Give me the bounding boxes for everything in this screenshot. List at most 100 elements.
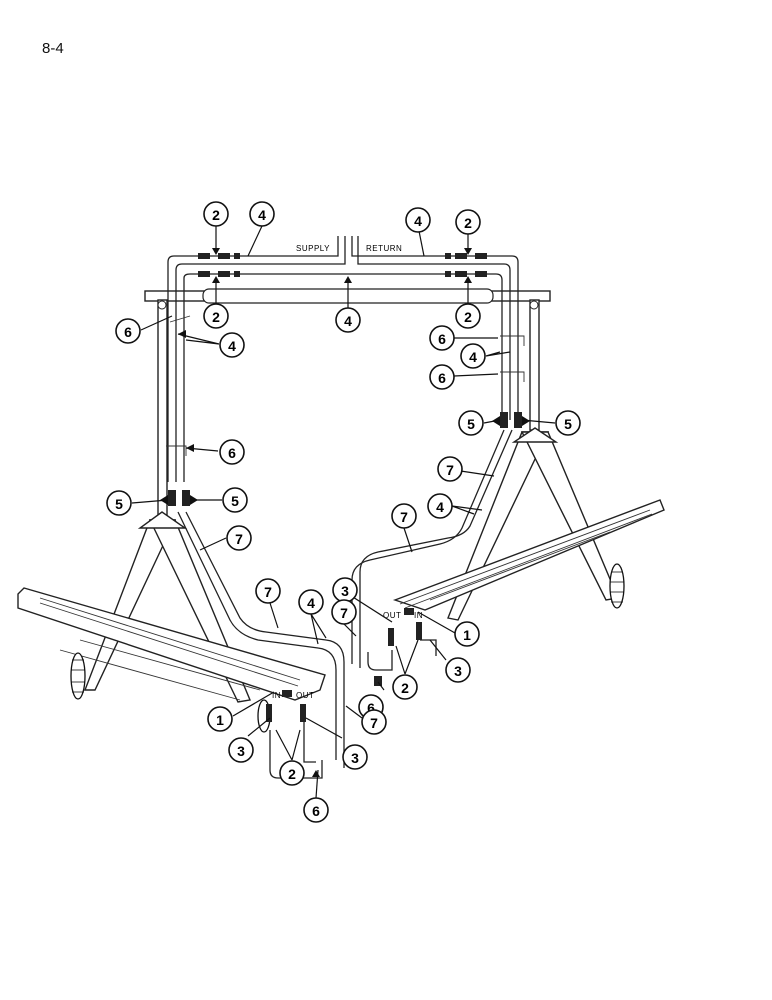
- callout-c2-top-left: 2: [203, 201, 229, 227]
- callout-circle: [203, 303, 229, 329]
- callout-number: 1: [463, 627, 471, 643]
- right-arm-hoses: [351, 429, 513, 686]
- left-wheel: [70, 652, 86, 700]
- callout-circle: [458, 410, 484, 436]
- callout-circle: [115, 318, 141, 344]
- callout-c5-right-a: 5: [458, 410, 484, 436]
- callout-circle: [255, 578, 281, 604]
- callout-circle: [429, 364, 455, 390]
- callout-c7-left-bottom: 7: [361, 709, 387, 735]
- callout-number: 3: [454, 663, 462, 679]
- callout-c3-left-out: 3: [342, 744, 368, 770]
- callout-circle: [303, 797, 329, 823]
- left-in-label: IN: [272, 691, 281, 700]
- callout-number: 3: [341, 583, 349, 599]
- callout-c2-top-right: 2: [455, 209, 481, 235]
- callout-circle: [445, 657, 471, 683]
- leader-lines: [131, 225, 556, 799]
- right-post: [529, 299, 540, 431]
- callout-number: 2: [212, 207, 220, 223]
- callout-circle: [427, 493, 453, 519]
- left-arm-hoses: [177, 511, 345, 779]
- right-a-frame: [447, 427, 619, 621]
- callout-circle: [106, 490, 132, 516]
- callout-number: 2: [288, 766, 296, 782]
- callout-circle: [361, 709, 387, 735]
- callout-number: 5: [564, 416, 572, 432]
- callout-c2-left-low: 2: [279, 760, 305, 786]
- callout-number: 4: [414, 213, 422, 229]
- post-clamps: [166, 315, 525, 456]
- callout-circle: [222, 487, 248, 513]
- callout-number: 7: [370, 715, 378, 731]
- callout-number: 4: [469, 349, 477, 365]
- callout-number: 5: [231, 493, 239, 509]
- callout-number: 1: [216, 712, 224, 728]
- callout-circle: [437, 456, 463, 482]
- callout-circle: [331, 599, 357, 625]
- callout-number: 2: [212, 309, 220, 325]
- callout-c7-left-arm: 7: [226, 525, 252, 551]
- callout-circle: [226, 525, 252, 551]
- callout-circle: [429, 325, 455, 351]
- callout-c6-right-upper: 6: [429, 325, 455, 351]
- callout-c5-right-b: 5: [555, 410, 581, 436]
- callout-circle: [455, 209, 481, 235]
- callout-c3-right-out: 3: [332, 577, 358, 603]
- callout-c7-right-upper: 7: [437, 456, 463, 482]
- callout-circle: [455, 303, 481, 329]
- callout-c2-mid-left: 2: [203, 303, 229, 329]
- callout-c3-right-in: 3: [445, 657, 471, 683]
- callout-number: 6: [228, 445, 236, 461]
- callout-number: 3: [351, 750, 359, 766]
- callout-circle: [203, 201, 229, 227]
- callout-number: 3: [237, 743, 245, 759]
- arrowheads: [160, 248, 530, 777]
- callout-c6-left-upper: 6: [115, 318, 141, 344]
- callout-c4-right-upper: 4: [460, 343, 486, 369]
- callout-circle: [249, 201, 275, 227]
- callout-number: 6: [438, 370, 446, 386]
- callout-c4-right-arm: 4: [427, 493, 453, 519]
- supply-label: SUPPLY: [296, 244, 330, 253]
- callout-number: 7: [340, 605, 348, 621]
- callout-c5-left-b: 5: [222, 487, 248, 513]
- right-in-label: IN: [414, 611, 423, 620]
- callout-number: 2: [401, 680, 409, 696]
- callout-circle: [335, 307, 361, 333]
- callout-c7-left-low: 7: [255, 578, 281, 604]
- callout-number: 7: [235, 531, 243, 547]
- left-post: [157, 299, 168, 519]
- callout-c6-left-bottom: 6: [303, 797, 329, 823]
- callout-circle: [298, 589, 324, 615]
- callout-circle: [228, 737, 254, 763]
- callout-number: 7: [264, 584, 272, 600]
- callout-c4-top-left: 4: [249, 201, 275, 227]
- left-out-label: OUT: [296, 691, 314, 700]
- callout-c6-right-mid: 6: [429, 364, 455, 390]
- callout-number: 6: [367, 700, 375, 716]
- page-number: 8-4: [42, 40, 64, 57]
- callout-number: 6: [124, 324, 132, 340]
- callout-c7-right-arm: 7: [391, 503, 417, 529]
- callout-circle: [207, 706, 233, 732]
- callout-circle: [392, 674, 418, 700]
- callout-number: 2: [464, 309, 472, 325]
- callout-c1-left: 1: [207, 706, 233, 732]
- top-hoses: [167, 236, 519, 482]
- callout-number: 7: [446, 462, 454, 478]
- callout-number: 6: [312, 803, 320, 819]
- callout-circle: [454, 621, 480, 647]
- callout-c4-left-low: 4: [298, 589, 324, 615]
- callout-c4-left-upper: 4: [219, 332, 245, 358]
- callout-c4-top-right: 4: [405, 207, 431, 233]
- callout-circle: [405, 207, 431, 233]
- callout-number: 2: [464, 215, 472, 231]
- callout-number: 4: [258, 207, 266, 223]
- callout-number: 7: [400, 509, 408, 525]
- callout-number: 4: [228, 338, 236, 354]
- callout-c5-left-a: 5: [106, 490, 132, 516]
- callout-circle: [342, 744, 368, 770]
- left-hose-couplers: [168, 490, 190, 506]
